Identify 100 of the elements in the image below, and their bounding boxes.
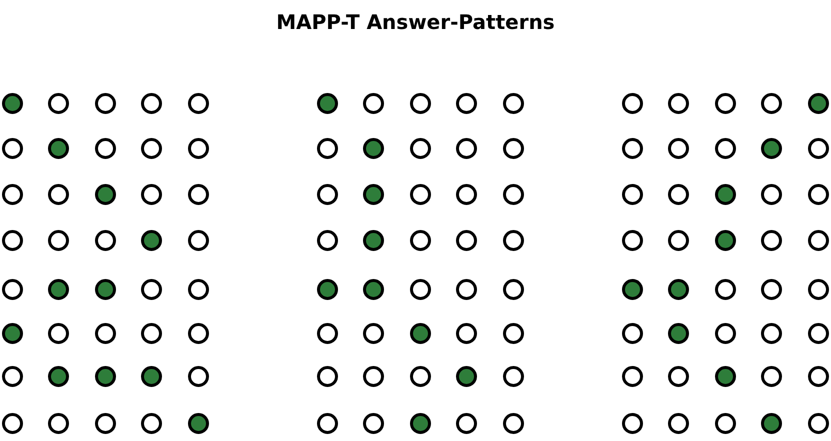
filled-answer-dot [363,278,384,300]
filled-answer-dot [761,412,782,434]
filled-answer-dot [761,138,782,158]
empty-answer-circle [502,278,524,300]
empty-answer-circle [410,366,430,386]
empty-answer-circle [622,92,642,114]
empty-answer-circle [668,230,689,250]
filled-answer-dot [714,184,736,204]
empty-answer-circle [502,412,524,434]
empty-answer-circle [2,412,22,434]
filled-answer-dot [456,366,477,386]
empty-answer-circle [714,322,736,344]
empty-answer-circle [761,322,782,344]
empty-answer-circle [622,230,642,250]
empty-answer-circle [668,184,689,204]
empty-answer-circle [456,412,477,434]
empty-answer-circle [502,184,524,204]
empty-answer-circle [141,278,162,300]
empty-answer-circle [502,366,524,386]
empty-answer-circle [502,322,524,344]
empty-answer-circle [456,92,477,114]
empty-answer-circle [808,278,828,300]
empty-answer-circle [410,138,430,158]
filled-answer-dot [668,322,689,344]
empty-answer-circle [808,322,828,344]
filled-answer-dot [808,92,828,114]
empty-answer-circle [714,138,736,158]
empty-answer-circle [456,184,477,204]
empty-answer-circle [761,92,782,114]
empty-answer-circle [363,412,384,434]
empty-answer-circle [668,138,689,158]
empty-answer-circle [141,184,162,204]
filled-answer-dot [48,138,69,158]
filled-answer-dot [316,92,338,114]
filled-answer-dot [48,366,69,386]
empty-answer-circle [502,230,524,250]
empty-answer-circle [622,184,642,204]
empty-answer-circle [808,412,828,434]
empty-answer-circle [363,92,384,114]
empty-answer-circle [502,138,524,158]
filled-answer-dot [94,366,116,386]
empty-answer-circle [808,366,828,386]
empty-answer-circle [808,184,828,204]
empty-answer-circle [48,230,69,250]
empty-answer-circle [94,230,116,250]
empty-answer-circle [622,366,642,386]
empty-answer-circle [94,138,116,158]
filled-answer-dot [94,278,116,300]
filled-answer-dot [2,322,22,344]
filled-answer-dot [94,184,116,204]
empty-answer-circle [141,322,162,344]
empty-answer-circle [808,138,828,158]
empty-answer-circle [668,92,689,114]
empty-answer-circle [188,92,208,114]
empty-answer-circle [502,92,524,114]
empty-answer-circle [48,412,69,434]
empty-answer-circle [141,412,162,434]
empty-answer-circle [363,322,384,344]
empty-answer-circle [141,138,162,158]
filled-answer-dot [410,412,430,434]
empty-answer-circle [94,92,116,114]
empty-answer-circle [48,322,69,344]
empty-answer-circle [316,412,338,434]
empty-answer-circle [316,230,338,250]
empty-answer-circle [410,230,430,250]
empty-answer-circle [48,92,69,114]
empty-answer-circle [363,366,384,386]
empty-answer-circle [456,278,477,300]
empty-answer-circle [188,138,208,158]
filled-answer-dot [714,230,736,250]
empty-answer-circle [761,278,782,300]
empty-answer-circle [316,366,338,386]
empty-answer-circle [761,184,782,204]
empty-answer-circle [2,138,22,158]
empty-answer-circle [761,230,782,250]
diagram-title: MAPP-T Answer-Patterns [276,10,555,34]
filled-answer-dot [141,366,162,386]
empty-answer-circle [714,92,736,114]
filled-answer-dot [714,366,736,386]
empty-answer-circle [188,184,208,204]
empty-answer-circle [188,278,208,300]
empty-answer-circle [456,322,477,344]
empty-answer-circle [456,138,477,158]
filled-answer-dot [188,412,208,434]
empty-answer-circle [188,322,208,344]
empty-answer-circle [410,278,430,300]
filled-answer-dot [410,322,430,344]
empty-answer-circle [410,92,430,114]
filled-answer-dot [141,230,162,250]
empty-answer-circle [714,412,736,434]
empty-answer-circle [316,322,338,344]
empty-answer-circle [456,230,477,250]
filled-answer-dot [622,278,642,300]
empty-answer-circle [714,278,736,300]
empty-answer-circle [2,278,22,300]
empty-answer-circle [668,412,689,434]
empty-answer-circle [622,138,642,158]
empty-answer-circle [188,230,208,250]
filled-answer-dot [363,184,384,204]
empty-answer-circle [808,230,828,250]
